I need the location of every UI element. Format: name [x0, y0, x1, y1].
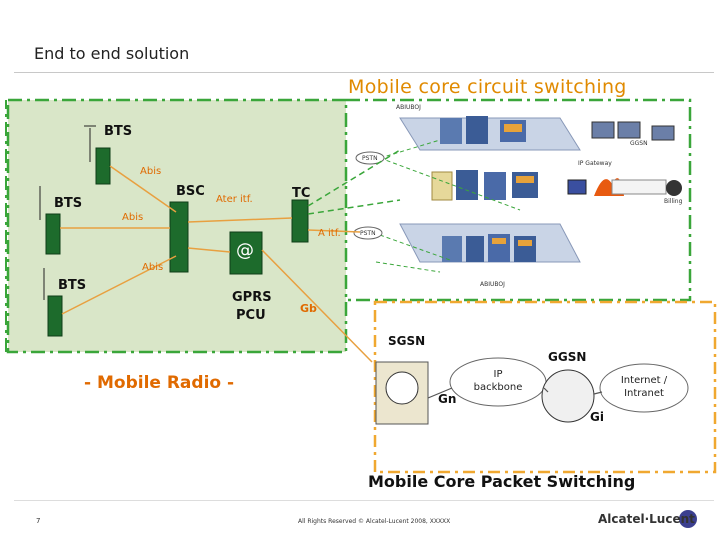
ip-gateway-label: IP Gateway [578, 160, 612, 167]
copyright: All Rights Reserved © Alcatel-Lucent 200… [298, 518, 451, 525]
ip-backbone-line-1: IP [493, 369, 503, 380]
packet-boundary [373, 300, 717, 474]
page-number: 7 [36, 517, 41, 525]
page-title: End to end solution [34, 44, 190, 63]
pcu-label: PCU [236, 308, 266, 323]
ip-backbone-label: IP backbone [468, 368, 528, 394]
gi-label: Gi [590, 410, 604, 424]
tc-label: TC [292, 186, 311, 201]
internet-line-2: Intranet [624, 388, 664, 399]
bts-label-1: BTS [104, 124, 133, 139]
radio-boundary [6, 98, 348, 354]
circuit-area-label: ABIUBOJ [396, 104, 421, 111]
packet-switching-label: Mobile Core Packet Switching [368, 472, 636, 491]
pstn-label-2: PSTN [360, 230, 376, 237]
internet-line-1: Internet / [620, 375, 668, 386]
footer-rule [14, 500, 714, 501]
abis-label-3: Abis [142, 262, 164, 273]
bts-label-3: BTS [58, 278, 87, 293]
at-icon: @ [236, 240, 254, 261]
ggsn-label: GGSN [548, 350, 587, 364]
ggsn-small-label: GGSN [630, 140, 648, 147]
pstn-label-1: PSTN [362, 155, 378, 162]
circuit-area-label-2: ABIUBOJ [480, 281, 505, 288]
gb-label: Gb [300, 302, 317, 315]
abis-label-2: Abis [122, 212, 144, 223]
circuit-boundary [346, 98, 692, 302]
internet-label: Internet / Intranet [608, 374, 680, 400]
platform-top [399, 117, 581, 151]
gn-label: Gn [438, 392, 457, 406]
brand-logo: Alcatel·Lucent [598, 512, 695, 526]
aitf-label: A itf. [318, 228, 341, 239]
bts-label-2: BTS [54, 196, 83, 211]
ip-backbone-line-2: backbone [473, 382, 523, 393]
bsc-label: BSC [176, 184, 205, 199]
billing-label: Billing [664, 198, 683, 205]
mobile-radio-label: - Mobile Radio - [84, 373, 235, 393]
header-rule [14, 72, 714, 73]
abis-label-1: Abis [140, 166, 162, 177]
ater-label: Ater itf. [216, 194, 253, 205]
sgsn-label: SGSN [388, 334, 426, 348]
circuit-switching-label: Mobile core circuit switching [348, 76, 627, 98]
gprs-label: GPRS [232, 290, 272, 305]
